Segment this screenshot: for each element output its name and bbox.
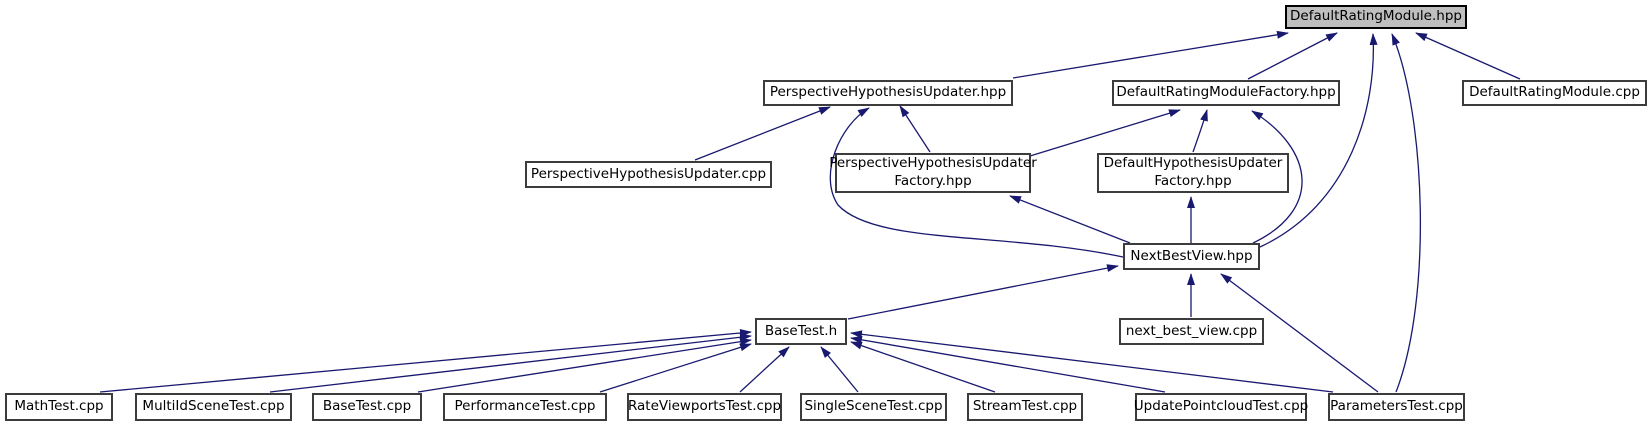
edge-single-scene-test-cpp-to-base-test-h — [820, 346, 859, 393]
node-rate-viewports-test-cpp[interactable]: RateViewportsTest.cpp — [627, 393, 782, 421]
node-next-best-view-hpp[interactable]: NextBestView.hpp — [1123, 243, 1260, 270]
edge-perspective-hypothesis-updater-hpp-to-default-rating-module-hpp — [1012, 30, 1289, 79]
edge-perspective-hypothesis-updater-factory-hpp-to-perspective-hypothesis-updater-hpp — [899, 105, 931, 153]
edge-parameters-test-cpp-to-next-best-view-hpp — [1220, 273, 1379, 393]
edge-stream-test-cpp-to-base-test-h — [850, 341, 996, 393]
node-parameters-test-cpp[interactable]: ParametersTest.cpp — [1328, 393, 1465, 421]
node-default-rating-module-hpp[interactable]: DefaultRatingModule.hpp — [1285, 5, 1467, 29]
node-single-scene-test-cpp[interactable]: SingleSceneTest.cpp — [800, 393, 947, 421]
edge-perspective-hypothesis-updater-factory-hpp-to-default-rating-module-factory-hpp — [1029, 109, 1181, 157]
node-next-best-view-cpp[interactable]: next_best_view.cpp — [1119, 318, 1264, 345]
edge-parameters-test-cpp-to-base-test-h — [850, 330, 1334, 393]
node-stream-test-cpp[interactable]: StreamTest.cpp — [967, 393, 1083, 421]
edge-perspective-hypothesis-updater-cpp-to-perspective-hypothesis-updater-hpp — [694, 106, 831, 161]
edge-default-rating-module-factory-hpp-to-default-rating-module-hpp — [1247, 32, 1338, 80]
edge-rate-viewports-test-cpp-to-base-test-h — [739, 346, 790, 393]
edge-multi-id-scene-test-cpp-to-base-test-h — [269, 333, 752, 393]
node-base-test-cpp[interactable]: BaseTest.cpp — [312, 393, 422, 421]
node-default-rating-module-factory-hpp[interactable]: DefaultRatingModuleFactory.hpp — [1112, 80, 1340, 106]
edge-parameters-test-cpp-to-default-rating-module-hpp — [1391, 33, 1422, 393]
edge-next-best-view-hpp-to-default-rating-module-hpp — [1259, 33, 1378, 248]
edge-next-best-view-hpp-to-perspective-hypothesis-updater-hpp — [829, 107, 1124, 258]
edge-next-best-view-hpp-to-perspective-hypothesis-updater-factory-hpp — [1009, 195, 1131, 244]
node-base-test-h[interactable]: BaseTest.h — [755, 318, 847, 345]
node-perspective-hypothesis-updater-factory-hpp[interactable]: PerspectiveHypothesisUpdater Factory.hpp — [829, 153, 1037, 193]
node-math-test-cpp[interactable]: MathTest.cpp — [5, 393, 113, 421]
node-default-hypothesis-updater-factory-hpp[interactable]: DefaultHypothesisUpdater Factory.hpp — [1097, 153, 1289, 193]
edge-base-test-h-to-next-best-view-hpp — [847, 264, 1119, 320]
node-update-pointcloud-test-cpp[interactable]: UpdatePointcloudTest.cpp — [1134, 393, 1308, 421]
edge-performance-test-cpp-to-base-test-h — [599, 343, 752, 393]
edge-default-rating-module-cpp-to-default-rating-module-hpp — [1415, 32, 1521, 80]
node-perspective-hypothesis-updater-hpp[interactable]: PerspectiveHypothesisUpdater.hpp — [763, 80, 1013, 106]
edge-base-test-cpp-to-base-test-h — [417, 337, 752, 393]
edge-default-hypothesis-updater-factory-hpp-to-default-rating-module-factory-hpp — [1192, 109, 1208, 153]
node-default-rating-module-cpp[interactable]: DefaultRatingModule.cpp — [1462, 80, 1647, 106]
node-performance-test-cpp[interactable]: PerformanceTest.cpp — [443, 393, 607, 421]
edge-update-pointcloud-test-cpp-to-base-test-h — [850, 335, 1166, 393]
node-multi-id-scene-test-cpp[interactable]: MultiIdSceneTest.cpp — [135, 393, 292, 421]
edge-next-best-view-hpp-to-default-rating-module-factory-hpp — [1251, 110, 1303, 244]
edge-math-test-cpp-to-base-test-h — [99, 329, 752, 393]
node-perspective-hypothesis-updater-cpp[interactable]: PerspectiveHypothesisUpdater.cpp — [525, 161, 772, 188]
